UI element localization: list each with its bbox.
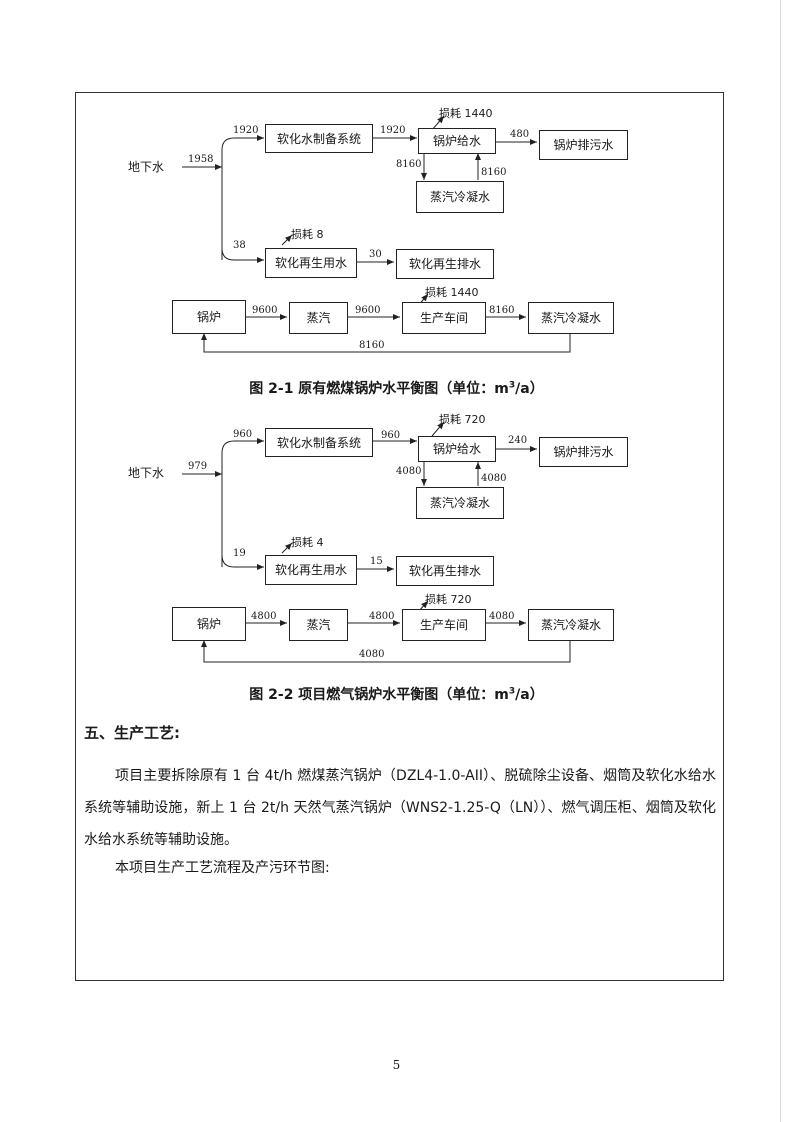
- loss-feed: 损耗 1440: [439, 107, 493, 120]
- box-steam: 蒸汽: [289, 609, 348, 641]
- box-steam-condensate: 蒸汽冷凝水: [416, 487, 504, 519]
- loss-regen: 损耗 8: [291, 228, 324, 241]
- flow-workshop-condensate: 8160: [489, 305, 515, 316]
- flow-steam-workshop: 4800: [369, 611, 395, 622]
- flow-condensate-up: 4080: [481, 473, 507, 484]
- box-boiler: 锅炉: [172, 300, 246, 334]
- loss-feed: 损耗 720: [439, 413, 486, 426]
- flow-to-softener: 1920: [233, 125, 259, 136]
- loss-workshop: 损耗 1440: [425, 286, 479, 299]
- box-softener-system: 软化水制备系统: [265, 428, 373, 457]
- box-boiler-feedwater: 锅炉给水: [418, 436, 496, 462]
- box-steam-condensate: 蒸汽冷凝水: [416, 181, 504, 213]
- box-workshop: 生产车间: [402, 609, 486, 641]
- source-groundwater: 地下水: [128, 160, 165, 174]
- box-condensate-return: 蒸汽冷凝水: [528, 302, 614, 334]
- flow-feed-to-blowdown: 480: [510, 129, 530, 140]
- flow-regen-out: 30: [369, 249, 382, 260]
- section-heading: 五、生产工艺:: [84, 724, 180, 742]
- box-condensate-return: 蒸汽冷凝水: [528, 609, 614, 641]
- loss-regen: 损耗 4: [291, 536, 324, 549]
- source-groundwater: 地下水: [128, 466, 165, 480]
- flow-softener-to-feed: 1920: [380, 125, 406, 136]
- flow-to-regen: 38: [233, 240, 246, 251]
- box-boiler-feedwater: 锅炉给水: [418, 128, 496, 154]
- box-softener-system: 软化水制备系统: [265, 124, 373, 153]
- scan-edge-line: [780, 0, 781, 1122]
- flow-workshop-condensate: 4080: [489, 611, 515, 622]
- page-number: 5: [392, 1058, 401, 1072]
- section-paragraph-2: 本项目生产工艺流程及产污环节图:: [115, 860, 330, 876]
- caption-figure-2-1: 图 2-1 原有燃煤锅炉水平衡图（单位：m3/a）: [249, 380, 544, 397]
- flow-return: 4080: [359, 649, 385, 660]
- caption-figure-2-2: 图 2-2 项目燃气锅炉水平衡图（单位：m3/a）: [249, 686, 544, 703]
- flow-inflow: 979: [188, 461, 208, 472]
- flow-to-regen: 19: [233, 548, 246, 559]
- flow-inflow: 1958: [188, 154, 214, 165]
- flow-boiler-steam: 9600: [252, 305, 278, 316]
- box-boiler: 锅炉: [172, 607, 246, 641]
- flow-condensate-up: 8160: [481, 167, 507, 178]
- flow-steam-workshop: 9600: [355, 305, 381, 316]
- flow-softener-to-feed: 960: [381, 430, 401, 441]
- flow-feed-to-blowdown: 240: [508, 435, 528, 446]
- flow-regen-out: 15: [370, 556, 383, 567]
- box-workshop: 生产车间: [402, 302, 486, 334]
- box-regen-drain: 软化再生排水: [396, 249, 494, 279]
- flow-feed-down: 4080: [396, 466, 422, 477]
- box-boiler-blowdown: 锅炉排污水: [539, 130, 628, 160]
- box-regen-water: 软化再生用水: [265, 555, 357, 585]
- box-steam: 蒸汽: [289, 302, 348, 334]
- flow-boiler-steam: 4800: [251, 611, 277, 622]
- box-regen-water: 软化再生用水: [265, 248, 357, 278]
- flow-to-softener: 960: [233, 429, 253, 440]
- box-boiler-blowdown: 锅炉排污水: [539, 437, 628, 467]
- section-paragraph: 项目主要拆除原有 1 台 4t/h 燃煤蒸汽锅炉（DZL4-1.0-AII）、脱…: [84, 768, 716, 848]
- box-regen-drain: 软化再生排水: [396, 556, 494, 586]
- flow-return: 8160: [359, 340, 385, 351]
- loss-workshop: 损耗 720: [425, 593, 472, 606]
- flow-feed-down: 8160: [396, 159, 422, 170]
- page-border: [75, 92, 724, 981]
